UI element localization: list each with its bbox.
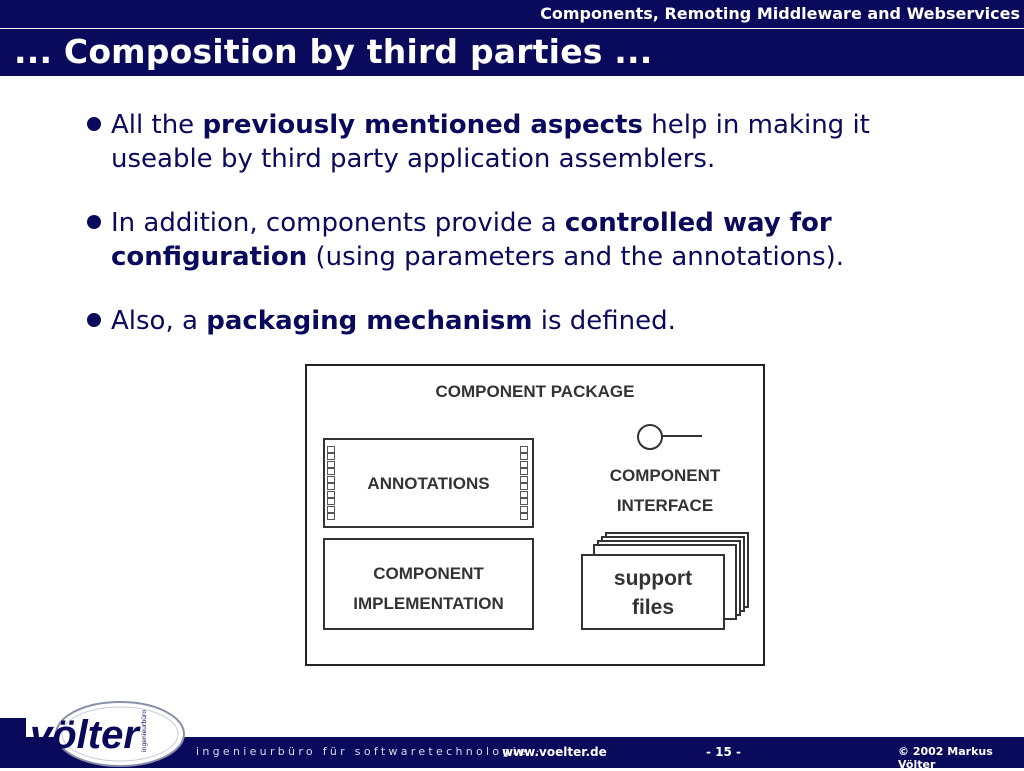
package-title: COMPONENT PACKAGE	[435, 382, 635, 401]
slide-title: ... Composition by third parties ...	[14, 32, 653, 71]
annotation-perforation-left	[327, 446, 337, 520]
bullet-dot-icon	[85, 115, 103, 133]
bullet-1-emphasis: previously mentioned aspects	[202, 110, 643, 140]
bullet-item-2: In addition, components provide a contro…	[78, 206, 978, 274]
bullet-3-suffix: is defined.	[532, 306, 676, 336]
logo-wordmark: völter	[30, 713, 141, 757]
header-divider	[0, 28, 1024, 29]
support-files-label: support files	[583, 564, 723, 622]
bullet-1-prefix: All the	[111, 110, 203, 140]
footer-tagline: ingenieurbüro für softwaretechnologie ·	[196, 745, 543, 758]
interface-label: COMPONENT INTERFACE	[585, 461, 745, 521]
implementation-label-2: IMPLEMENTATION	[353, 594, 504, 613]
bullet-1-suffix: help in making it useable by third party…	[111, 110, 870, 174]
copyright-text: © 2002 Markus Völter	[898, 745, 993, 771]
annotations-label: ANNOTATIONS	[367, 474, 490, 493]
support-label-1: support	[613, 567, 693, 590]
footer-left-accent	[0, 718, 26, 754]
voelter-logo: völter ingenieurbüro	[30, 701, 185, 767]
interface-lollipop-icon	[637, 424, 663, 450]
bullet-item-3: Also, a packaging mechanism is defined.	[78, 304, 978, 338]
bullet-dot-icon	[85, 213, 103, 231]
bullet-list: All the previously mentioned aspects hel…	[78, 108, 978, 368]
component-package-diagram: COMPONENT PACKAGE ANNOTATIONS COMPONENT …	[305, 364, 765, 666]
support-files-front-sheet: support files	[581, 554, 725, 630]
bullet-3-emphasis: packaging mechanism	[206, 306, 533, 336]
annotations-box: ANNOTATIONS	[323, 438, 534, 528]
logo-subtext: ingenieurbüro	[141, 710, 148, 752]
implementation-box: COMPONENT IMPLEMENTATION	[323, 538, 534, 630]
bullet-dot-icon	[85, 311, 103, 329]
implementation-label-1: COMPONENT	[373, 564, 484, 583]
annotation-perforation-right	[520, 446, 530, 520]
course-title: Components, Remoting Middleware and Webs…	[540, 4, 1020, 23]
bullet-3-prefix: Also, a	[111, 306, 207, 336]
interface-label-1: COMPONENT	[609, 466, 721, 485]
support-label-2: files	[631, 596, 675, 619]
interface-connector	[662, 435, 702, 437]
interface-label-2: INTERFACE	[616, 496, 714, 515]
page-number: - 15 -	[706, 745, 742, 759]
bullet-item-1: All the previously mentioned aspects hel…	[78, 108, 978, 176]
bullet-2-suffix: (using parameters and the annotations).	[307, 242, 845, 272]
bullet-2-prefix: In addition, components provide a	[111, 208, 565, 238]
bullet-2-emphasis: controlled way for configuration	[111, 208, 832, 272]
footer-url-link[interactable]: www.voelter.de	[502, 745, 607, 759]
header-bar: Components, Remoting Middleware and Webs…	[0, 0, 1024, 76]
